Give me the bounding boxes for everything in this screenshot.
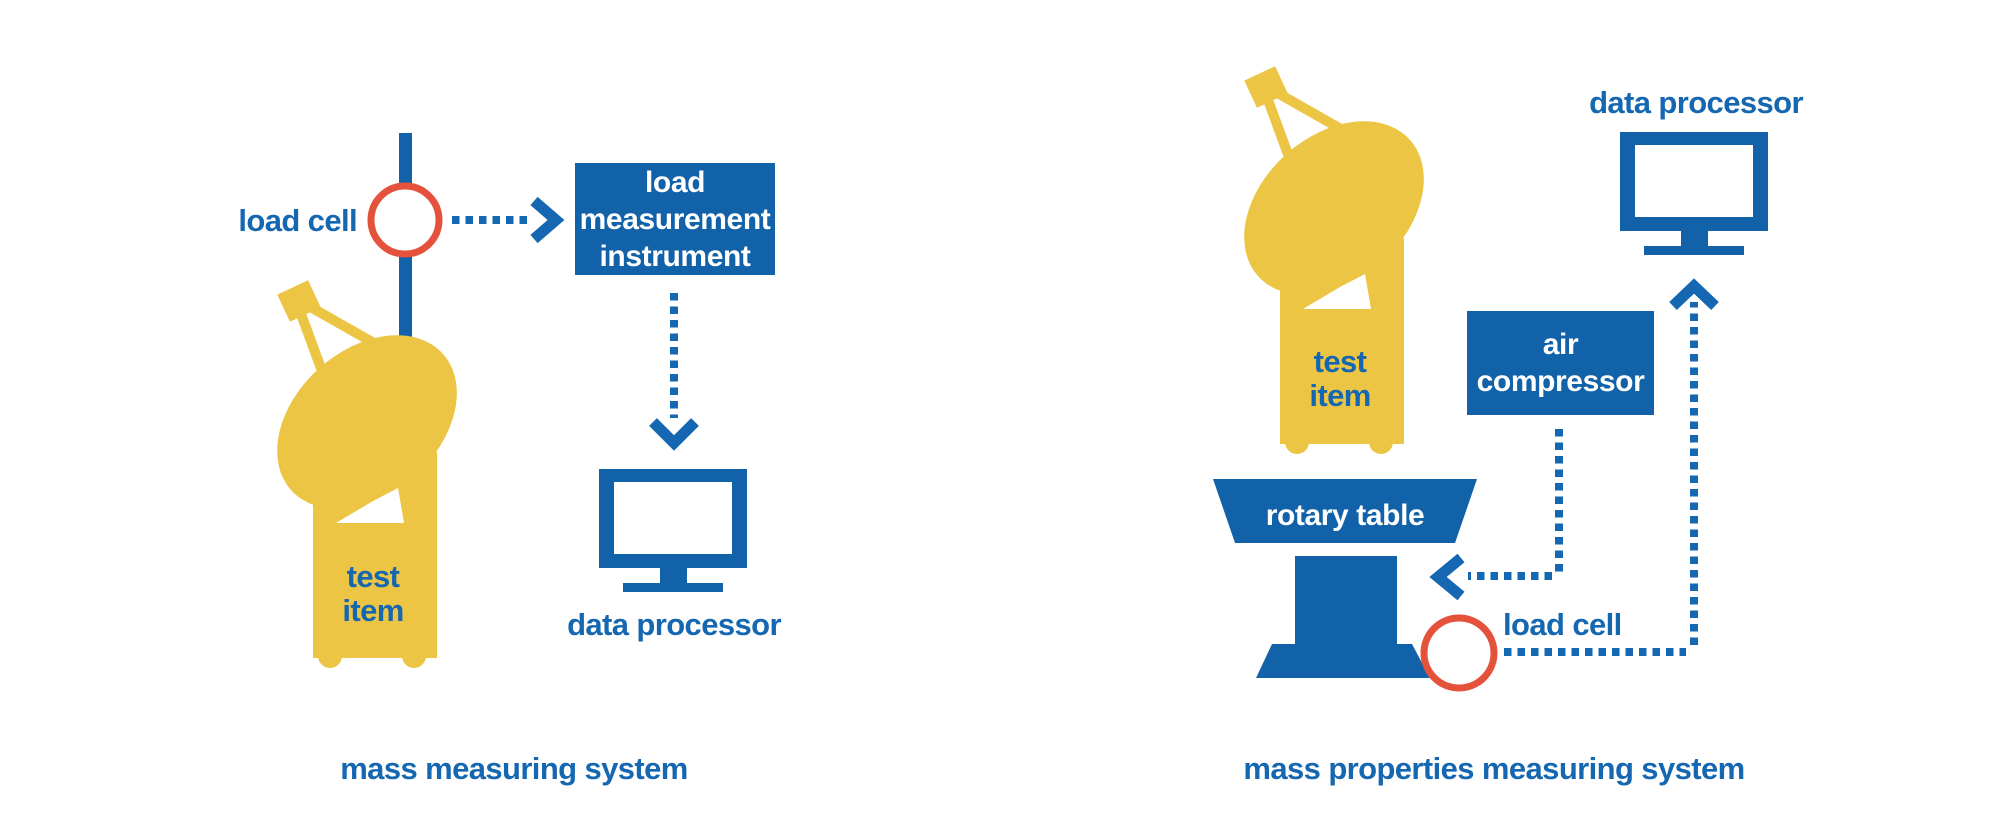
data-processor-label-right: data processor bbox=[1589, 85, 1803, 120]
arrowhead-left-icon bbox=[1429, 553, 1465, 601]
rotary-table-pedestal-base bbox=[1256, 644, 1430, 678]
instrument-box-line2: measurement bbox=[579, 202, 771, 236]
instrument-box-line3: instrument bbox=[599, 239, 751, 273]
arrowhead-right-icon bbox=[530, 196, 565, 244]
test-item-line2-left: item bbox=[342, 593, 404, 628]
air-compressor-line2: compressor bbox=[1476, 365, 1645, 398]
rotary-table-label: rotary table bbox=[1265, 499, 1425, 532]
data-processor-label-left: data processor bbox=[567, 607, 781, 642]
instrument-box-line1: load bbox=[644, 165, 706, 199]
data-processor-monitor-icon-left bbox=[599, 469, 747, 592]
load-cell-label-right: load cell bbox=[1503, 607, 1622, 642]
load-cell-circle-left bbox=[367, 182, 443, 258]
right-diagram-title: mass properties measuring system bbox=[1243, 751, 1745, 786]
data-processor-monitor-icon-right bbox=[1620, 132, 1768, 255]
air-compressor-box: air compressor bbox=[1467, 311, 1654, 415]
test-item-label-left: test item bbox=[303, 560, 443, 628]
rotary-table-top bbox=[1213, 479, 1477, 543]
test-item-line2-right: item bbox=[1309, 378, 1371, 413]
left-diagram-title: mass measuring system bbox=[340, 751, 688, 786]
load-cell-label-left: load cell bbox=[238, 203, 357, 238]
test-item-label-right: test item bbox=[1270, 345, 1410, 413]
arrowhead-down-icon bbox=[649, 418, 699, 451]
test-item-line1-right: test bbox=[1313, 344, 1367, 379]
arrowhead-up-icon bbox=[1669, 278, 1719, 310]
load-measurement-instrument-box: load measurement instrument bbox=[575, 163, 775, 275]
dashed-connector-loadcell-to-processor bbox=[1504, 302, 1698, 656]
test-item-line1-left: test bbox=[346, 559, 400, 594]
rotary-table-pedestal-column bbox=[1295, 556, 1397, 644]
dashed-connector-compressor-to-table bbox=[1468, 429, 1563, 580]
air-compressor-line1: air bbox=[1542, 328, 1579, 361]
load-cell-circle-right bbox=[1420, 614, 1498, 692]
